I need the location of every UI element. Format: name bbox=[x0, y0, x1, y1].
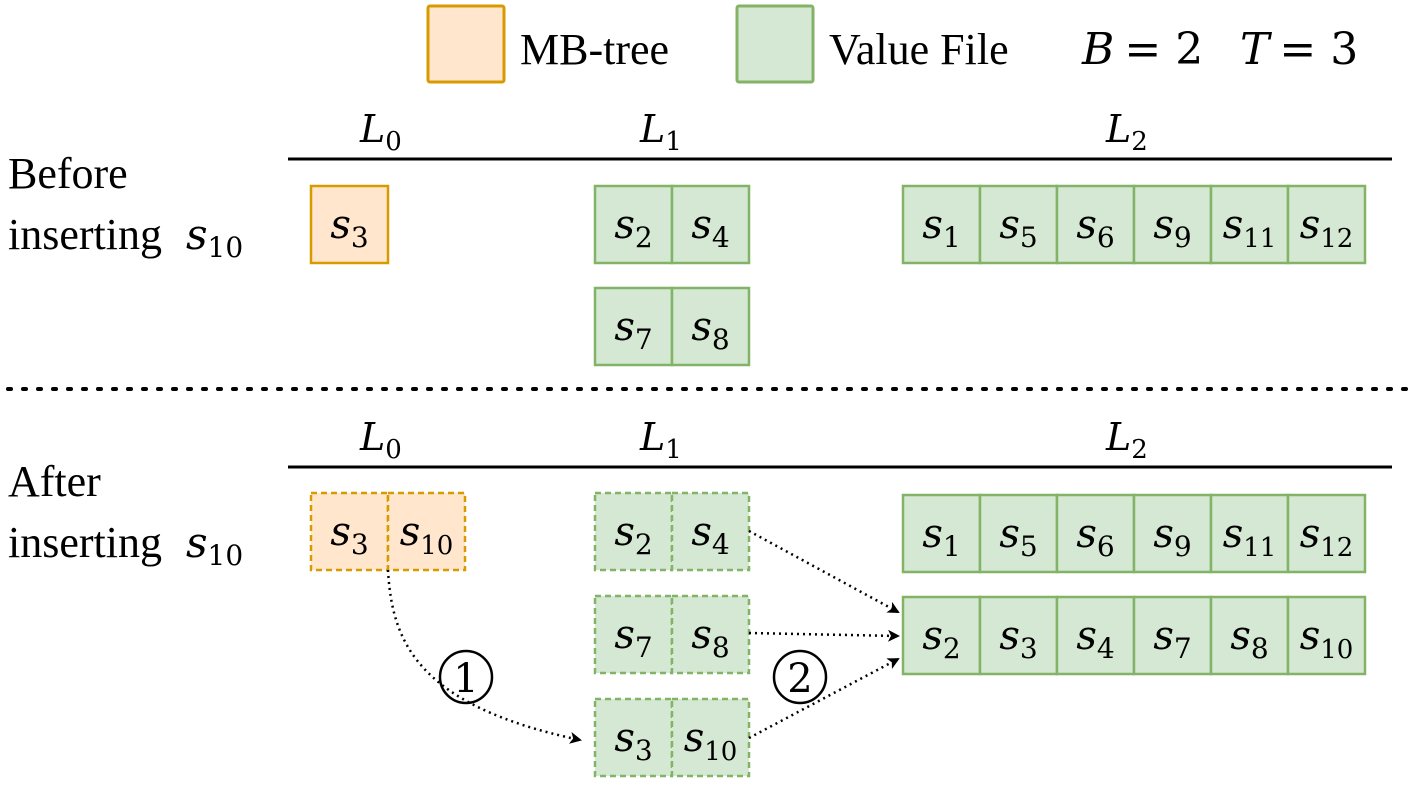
after-level-l0: L0 bbox=[359, 415, 402, 465]
key-cell bbox=[978, 493, 1059, 574]
before-l1-run-1: s2 s4 bbox=[593, 184, 751, 265]
key-cell bbox=[386, 491, 467, 572]
before-level-l0: L0 bbox=[359, 107, 402, 157]
key-cell bbox=[1286, 493, 1367, 574]
key-label: s8 bbox=[1230, 613, 1268, 665]
arrow-l1-run1-to-l2 bbox=[748, 529, 900, 614]
key-label: s6 bbox=[1076, 511, 1114, 563]
key-cell bbox=[978, 595, 1059, 676]
key-cell bbox=[901, 493, 982, 574]
legend-value-label: Value File bbox=[829, 25, 1009, 74]
svg-text:2: 2 bbox=[787, 656, 812, 702]
key-cell bbox=[670, 184, 751, 265]
key-cell bbox=[1132, 493, 1213, 574]
before-label-line1: Before bbox=[8, 149, 128, 198]
key-label: s10 bbox=[684, 715, 738, 767]
key-label: s11 bbox=[1223, 202, 1277, 254]
merge-arrows bbox=[386, 529, 900, 744]
after-blocks: s3 s10 s2 s4 s7 s8 s3 s10 s1 s5 s6 s9 s11 s12 s2 s3 s4 s7… bbox=[309, 491, 1367, 778]
key-cell bbox=[670, 491, 751, 572]
key-label: s8 bbox=[691, 304, 729, 356]
legend-param-b: B= 2 bbox=[1081, 24, 1203, 75]
key-label: s8 bbox=[691, 612, 729, 664]
key-label: s3 bbox=[330, 509, 368, 561]
key-label: s4 bbox=[691, 202, 729, 254]
key-cell bbox=[1209, 595, 1290, 676]
key-label: s9 bbox=[1153, 202, 1191, 254]
key-cell bbox=[1286, 595, 1367, 676]
after-l1-run-1: s2 s4 bbox=[593, 491, 751, 572]
key-label: s10 bbox=[400, 509, 454, 561]
legend: MB-tree Value File B= 2 T= 3 bbox=[426, 4, 1358, 84]
key-cell bbox=[593, 594, 674, 675]
key-label: s7 bbox=[1153, 613, 1191, 665]
before-level-l2: L2 bbox=[1105, 107, 1148, 157]
key-label: s4 bbox=[1076, 613, 1114, 665]
before-l2-run-1: s1 s5 s6 s9 s11 s12 bbox=[901, 184, 1367, 265]
before-level-l1: L1 bbox=[639, 107, 682, 157]
after-l2-run-1: s1 s5 s6 s9 s11 s12 bbox=[901, 493, 1367, 574]
key-cell bbox=[1132, 595, 1213, 676]
key-label: s7 bbox=[614, 304, 652, 356]
key-cell bbox=[670, 594, 751, 675]
after-level-l2: L2 bbox=[1105, 415, 1148, 465]
step-marker-1: 1 bbox=[438, 649, 494, 705]
key-cell bbox=[670, 697, 751, 778]
key-cell bbox=[309, 491, 390, 572]
arrow-l1-run3-to-l2 bbox=[748, 657, 900, 740]
key-label: s3 bbox=[614, 715, 652, 767]
key-label: s6 bbox=[1076, 202, 1114, 254]
after-l0-run-1: s3 s10 bbox=[309, 491, 467, 572]
key-label: s2 bbox=[614, 509, 652, 561]
after-l2-run-2: s2 s3 s4 s7 s8 s10 bbox=[901, 595, 1367, 676]
key-label: s11 bbox=[1223, 511, 1277, 563]
key-label: s2 bbox=[614, 202, 652, 254]
key-label: s3 bbox=[999, 613, 1037, 665]
key-cell bbox=[593, 286, 674, 367]
key-label: s4 bbox=[691, 509, 729, 561]
legend-param-t: T= 3 bbox=[1240, 24, 1358, 75]
key-label: s5 bbox=[999, 202, 1037, 254]
before-blocks: s3 s2 s4 s7 s8 s1 s5 s6 s9 s11 s12 bbox=[309, 184, 1367, 367]
key-label: s5 bbox=[999, 511, 1037, 563]
key-cell bbox=[1132, 184, 1213, 265]
after-level-l1: L1 bbox=[639, 415, 682, 465]
key-label: s7 bbox=[614, 612, 652, 664]
before-l1-run-2: s7 s8 bbox=[593, 286, 751, 367]
legend-mbtree-swatch bbox=[426, 4, 506, 84]
key-cell bbox=[593, 184, 674, 265]
legend-value-swatch bbox=[735, 4, 815, 84]
key-label: s9 bbox=[1153, 511, 1191, 563]
before-l0-run-1: s3 bbox=[309, 184, 390, 265]
after-level-headers: L0 L1 L2 bbox=[359, 415, 1148, 465]
step-marker-2: 2 bbox=[772, 649, 828, 705]
key-label: s2 bbox=[922, 613, 960, 665]
after-l1-run-3: s3 s10 bbox=[593, 697, 751, 778]
key-cell bbox=[901, 595, 982, 676]
key-cell bbox=[593, 491, 674, 572]
arrow-l0-to-l1 bbox=[386, 569, 582, 744]
svg-text:1: 1 bbox=[453, 656, 478, 702]
after-label-line1: After bbox=[8, 457, 101, 506]
key-cell bbox=[1209, 184, 1290, 265]
key-cell bbox=[309, 184, 390, 265]
key-cell bbox=[1286, 184, 1367, 265]
key-label: s1 bbox=[922, 511, 960, 563]
key-cell bbox=[670, 286, 751, 367]
before-level-headers: L0 L1 L2 bbox=[359, 107, 1148, 157]
key-label: s3 bbox=[330, 202, 368, 254]
key-label: s12 bbox=[1300, 202, 1354, 254]
key-cell bbox=[593, 697, 674, 778]
key-label: s12 bbox=[1300, 511, 1354, 563]
key-label: s1 bbox=[922, 202, 960, 254]
legend-mbtree-label: MB-tree bbox=[520, 25, 669, 74]
key-label: s10 bbox=[1300, 613, 1354, 665]
arrow-l1-run2-to-l2 bbox=[748, 629, 900, 642]
after-l1-run-2: s7 s8 bbox=[593, 594, 751, 675]
